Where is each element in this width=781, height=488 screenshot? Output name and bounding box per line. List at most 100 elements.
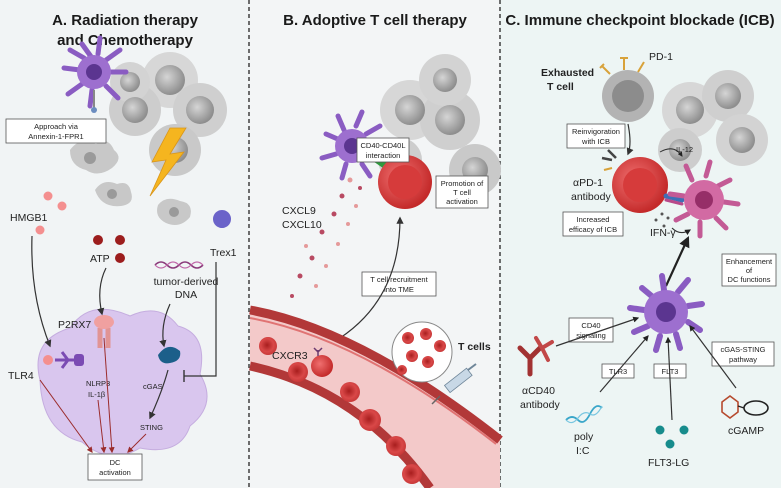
arrow-dna-cgas [159,303,171,348]
cd40-signaling-line2: signaling [576,331,606,340]
il1b-label: IL-1β [88,390,106,399]
sting-label: STING [140,423,163,432]
cgas-icon [158,346,181,364]
exhausted-label-line1: Exhausted [541,67,594,79]
promotion-label-line1: Promotion of [441,179,484,188]
polyic-label-line1: poly [574,431,594,443]
dc-activation-line2: activation [99,468,131,477]
arrow-enhancement [665,236,690,287]
reinvigoration-line2: with ICB [581,137,610,146]
recruitment-label-line2: into TME [384,285,414,294]
approach-label-line1: Approach via [34,122,79,131]
blood-cells [259,337,422,484]
poly-ic-icon [565,405,603,423]
cxcr3-label: CXCR3 [272,350,308,362]
cd40-label-line1: CD40-CD40L [360,141,405,150]
arrow-hmgb1-tlr4 [31,235,52,348]
pd1-label: PD-1 [649,51,673,63]
arrow-recruitment [339,216,404,339]
arrow-polyic [599,335,649,393]
t-cells-label: T cells [458,341,491,353]
cgas-label: cGAS [143,382,163,391]
flt3lg-label: FLT3-LG [648,457,689,469]
increased-box [562,211,624,237]
promotion-label-line3: activation [446,197,478,206]
hmgb1-dots [35,191,67,235]
cgamp-label: cGAMP [728,425,764,437]
p2rx7-receptor-icon [94,315,114,329]
nlrp3-label: NLRP3 [86,379,110,388]
chemokine-dots [290,177,362,298]
arrow-sting-dc [127,433,147,453]
atp-dots [93,235,125,263]
polyic-label-line2: I:C [576,445,590,457]
reinvigoration-line1: Reinvigoration [572,127,620,136]
apd1-label-line2: antibody [571,191,611,203]
cxcr3-receptor-icon [313,347,323,356]
panel-a-title-line2: and Chemotherapy [57,32,194,49]
trex1-inhibition-line [184,262,217,377]
syringe-icon [431,363,477,405]
acd40-antibody-icon [517,336,554,377]
arrow-atp-p2rx7 [97,267,107,316]
arrow-flt3lg [665,336,673,421]
approach-label-line2: Annexin-1-FPR1 [28,132,83,141]
dc-activation-box [87,453,143,481]
dying-cell-fragments [70,141,191,225]
cd40-signaling-line1: CD40 [581,321,600,330]
approach-box [5,118,107,144]
panel-c: C. Immune checkpoint blockade (ICB) PD-1… [505,12,777,469]
panel-c-title: C. Immune checkpoint blockade (ICB) [505,12,774,29]
arrow-nlrp3-dc [97,399,107,454]
enhancement-box [721,253,777,287]
increased-line1: Increased [577,215,610,224]
trex1-label: Trex1 [210,247,237,259]
reinvigoration-box [566,123,626,149]
il12-label: IL-12 [676,145,693,154]
apd1-label-line1: αPD-1 [573,177,603,189]
acd40-label-line2: antibody [520,399,560,411]
arrow-p2rx7-dc [103,337,115,454]
recruitment-box [361,271,437,297]
dendritic-cell-top-a [61,35,129,113]
exhausted-label-line2: T cell [547,81,574,93]
increased-line2: efficacy of ICB [569,225,617,234]
tumor-dna-label-line2: DNA [175,289,197,301]
panel-b-title: B. Adoptive T cell therapy [283,12,467,29]
arrow-acd40 [555,316,640,347]
radiation-lightning-icon [149,127,187,197]
panel-b: B. Adoptive T cell therapy CD40-CD40L [249,12,503,488]
dendritic-cell-pink-c [667,159,741,239]
p2rx7-label: P2RX7 [58,319,91,331]
t-cells-in-bubble [397,328,446,375]
tlr4-receptor-icon [74,354,84,366]
tlr4-label: TLR4 [8,370,34,382]
trex1-icon [213,210,232,228]
cxcl9-label: CXCL9 [282,205,316,217]
panel-a-title-line1: A. Radiation therapy [52,12,199,29]
enhancement-line2: of [746,266,753,275]
cgas-sting-box [711,341,775,367]
t-cell-b [378,155,432,209]
promotion-label-line2: T cell [453,188,471,197]
tumor-dna-label-line1: tumor-derived [154,276,219,288]
ifng-arrow [671,227,692,236]
cd40-label-line2: interaction [366,151,401,160]
promotion-box [435,175,489,209]
cd40-box [356,137,410,163]
enhancement-line3: DC functions [728,275,771,284]
atp-label: ATP [90,253,110,265]
cgas-sting-line1: cGAS-STING [720,345,765,354]
recruitment-label-line1: T cell recruitment [370,275,428,284]
dc-activation-line1: DC [110,458,121,467]
arrow-cgas-sting [149,369,169,420]
dendritic-cell-bottom-a [37,308,208,457]
ifng-label: IFN-γ [650,227,676,239]
apd1-antibody-icon [601,149,617,162]
cgamp-icon [721,395,769,419]
flt3lg-dots [655,425,689,449]
cd40-signaling-box [568,317,614,343]
tumor-cluster-a [109,52,227,176]
